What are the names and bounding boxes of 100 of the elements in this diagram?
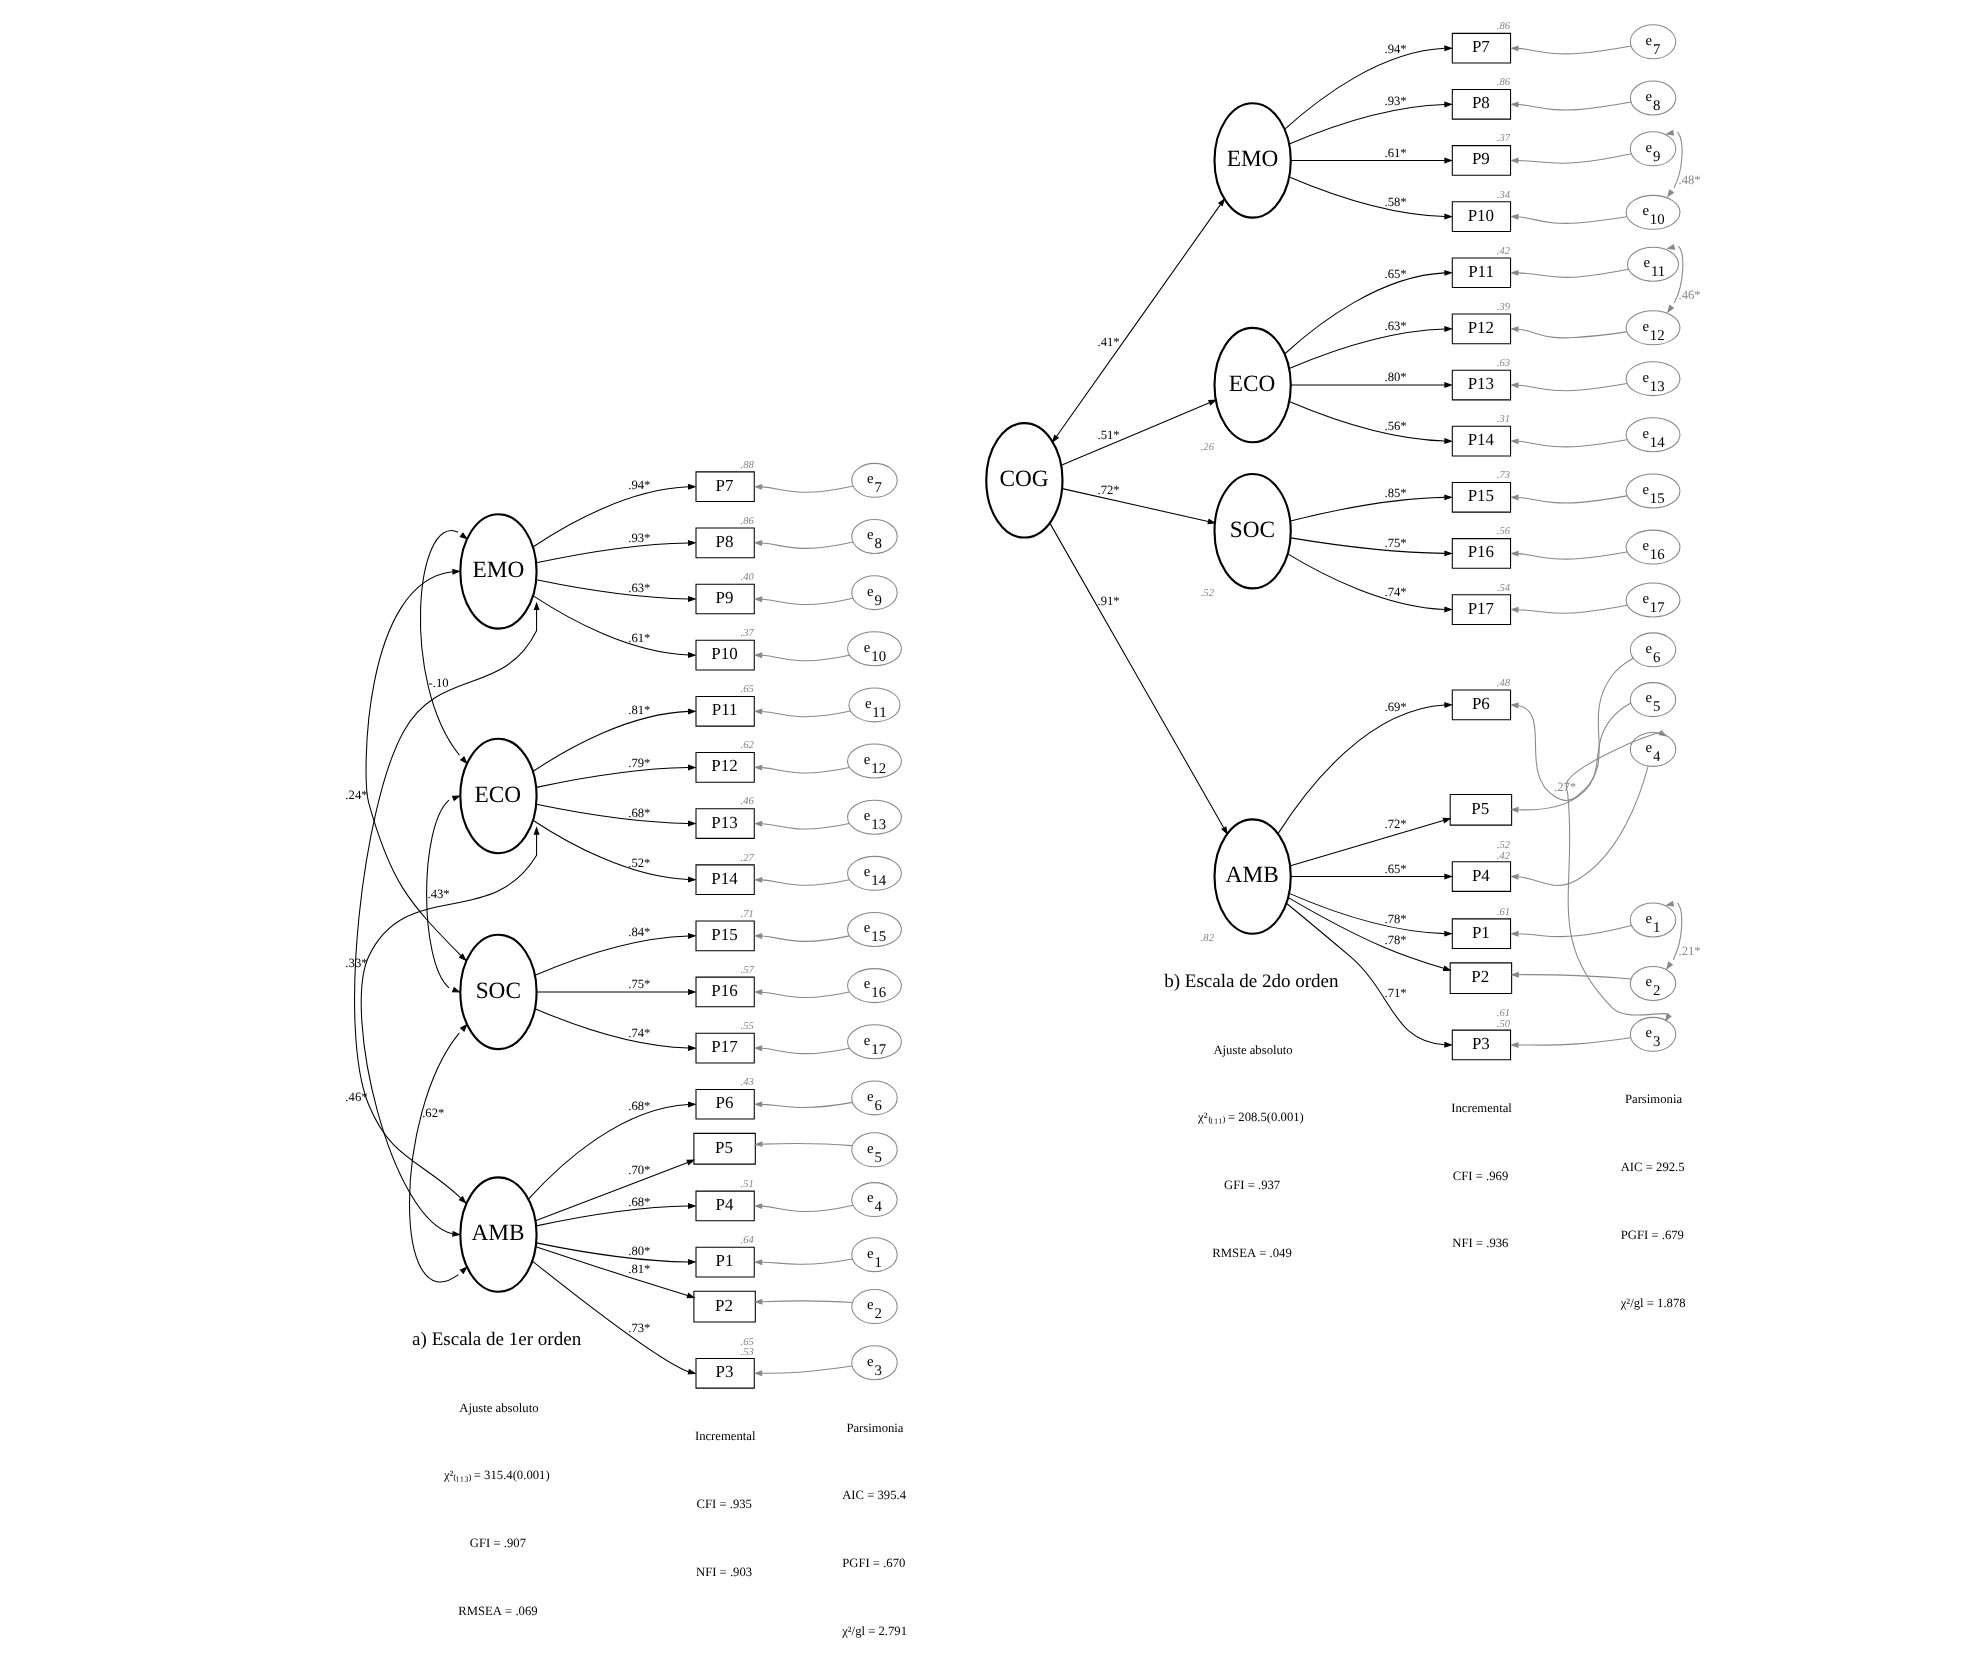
node-box: P9: [694, 583, 754, 615]
node-box: P11: [694, 695, 754, 727]
arrow: [1289, 382, 1452, 388]
arrow: [1050, 197, 1225, 444]
node-box: P5: [1448, 793, 1512, 826]
arrow: [534, 803, 696, 827]
arrow: [752, 483, 853, 493]
arrow: [1564, 729, 1671, 1022]
arrow: [531, 483, 696, 548]
arrow: [1509, 924, 1632, 938]
node-box: P16: [1450, 538, 1511, 569]
arrow: [752, 708, 850, 718]
node-box: P3: [1450, 1029, 1511, 1061]
arrow: [531, 1260, 696, 1375]
arrow: [1048, 522, 1227, 836]
arrow: [752, 652, 849, 662]
arrow: [533, 932, 696, 976]
arrow: [534, 579, 696, 602]
arrow: [752, 933, 849, 942]
label: b) Escala de 2do orden: [1163, 973, 1338, 994]
arrow: [1276, 702, 1452, 835]
arrow: [407, 1023, 467, 1283]
arrow: [1059, 399, 1217, 466]
node-box: P6: [694, 1088, 754, 1120]
arrow: [534, 764, 696, 788]
arrow: [752, 1365, 852, 1377]
node-box: P17: [1450, 594, 1511, 625]
node-box: P11: [1450, 257, 1511, 289]
node-box: P10: [1450, 201, 1511, 232]
arrow: [1509, 657, 1633, 801]
arrow: [1509, 702, 1631, 813]
node-box: P15: [694, 920, 754, 952]
node-box: P17: [694, 1032, 754, 1064]
arrow: [1289, 817, 1451, 867]
arrow: [1060, 488, 1216, 525]
arrow: [533, 1008, 696, 1051]
arrow: [534, 1203, 696, 1227]
arrow: [1509, 438, 1627, 448]
arrow: [752, 820, 849, 830]
arrow: [1509, 268, 1629, 279]
arrow: [1287, 401, 1452, 445]
node-box: P14: [694, 864, 754, 896]
arrow: [1287, 176, 1452, 220]
arrow: [1509, 765, 1648, 886]
arrow: [527, 1101, 696, 1200]
arrow: [1285, 903, 1452, 1048]
node-box: P10: [694, 639, 754, 671]
arrow: [1289, 873, 1452, 880]
arrow: [752, 1258, 853, 1266]
node-box: P13: [694, 808, 754, 839]
node-ellipse: SOC: [1212, 472, 1291, 590]
arrow: [359, 826, 539, 1237]
node-box: P16: [694, 976, 754, 1008]
node-box: P6: [1450, 689, 1511, 721]
arrow: [752, 1045, 849, 1055]
node-ellipse: AMB: [1212, 818, 1291, 935]
arrow: [425, 795, 460, 993]
arrow: [1664, 129, 1682, 198]
label: a) Escala de 1er orden: [411, 1331, 581, 1352]
arrow: [1509, 382, 1627, 392]
node-box: P1: [694, 1246, 754, 1278]
arrow: [1509, 550, 1627, 560]
arrow: [752, 989, 849, 998]
node-box: P13: [1450, 369, 1511, 401]
arrow: [531, 819, 696, 883]
arrow: [1289, 157, 1452, 164]
arrow: [1509, 45, 1631, 55]
arrow: [353, 601, 539, 1204]
arrow: [1665, 244, 1683, 314]
arrow: [1283, 269, 1452, 355]
node-box: P3: [694, 1357, 754, 1389]
arrow: [1287, 326, 1452, 369]
node-ellipse: ECO: [1212, 326, 1291, 444]
arrow: [1509, 101, 1631, 111]
arrow: [1509, 326, 1626, 339]
arrow: [531, 595, 696, 658]
arrow: [533, 1159, 695, 1222]
arrow: [1286, 897, 1451, 972]
arrow: [1289, 494, 1452, 522]
arrow: [1287, 101, 1452, 145]
arrow: [752, 1101, 853, 1109]
node-box: P12: [694, 752, 754, 783]
arrow: [1287, 892, 1452, 937]
node-box: P7: [694, 471, 754, 503]
node-box: P2: [1448, 962, 1512, 995]
arrow: [534, 1246, 695, 1299]
arrow: [1509, 494, 1627, 504]
node-box: P2: [692, 1290, 755, 1323]
arrow: [752, 1141, 853, 1148]
node-box: P7: [1450, 32, 1511, 64]
arrow: [1286, 553, 1452, 613]
node-box: P5: [692, 1132, 755, 1165]
arrow: [1509, 1037, 1631, 1048]
arrow: [1509, 971, 1631, 980]
arrow: [1289, 537, 1452, 557]
arrow: [752, 540, 853, 549]
arrow: [531, 708, 696, 773]
node-box: P9: [1450, 145, 1511, 176]
arrow: [534, 539, 696, 564]
arrow: [752, 1298, 853, 1305]
